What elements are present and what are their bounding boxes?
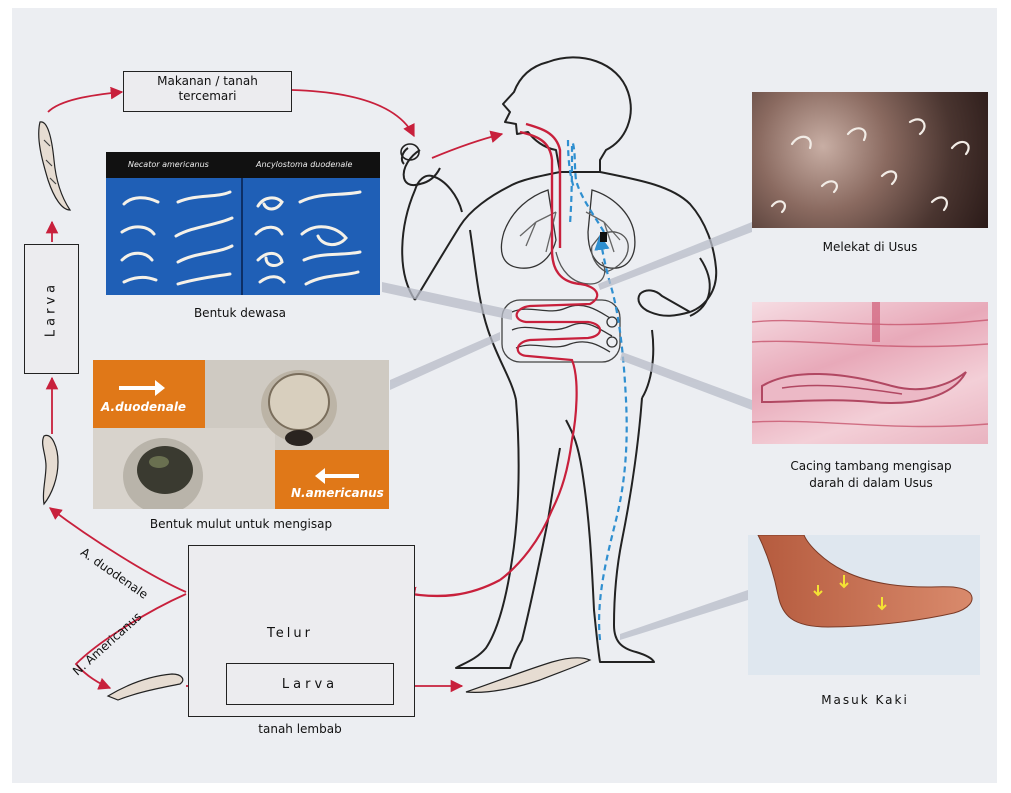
mouthparts-panel: A.duodenale N.americanus <box>93 360 389 509</box>
larva-vertical-label: Larva <box>44 281 59 337</box>
sucking-caption-line-1: Cacing tambang mengisap <box>760 458 982 475</box>
larva-in-lung-marker <box>600 232 607 242</box>
food-box-line-1: Makanan / tanah <box>123 74 292 89</box>
worm-icon <box>466 658 590 693</box>
attached-caption: Melekat di Usus <box>790 240 950 254</box>
sucking-caption-line-2: darah di dalam Usus <box>760 475 982 492</box>
food-box-label: Makanan / tanah tercemari <box>123 74 292 104</box>
mouth-a-label: A.duodenale <box>101 400 186 414</box>
adult-form-caption: Bentuk dewasa <box>170 306 310 320</box>
intestine-worms-photo <box>752 92 988 228</box>
histology-photo <box>752 302 988 444</box>
foot-photo <box>748 535 980 675</box>
mouth-form-caption: Bentuk mulut untuk mengisap <box>106 517 376 531</box>
mouth-n-label: N.americanus <box>291 486 384 500</box>
worm-icon <box>43 435 58 504</box>
internal-organs <box>501 190 634 362</box>
adult-worms-panel: Necator americanus Ancylostoma duodenale <box>106 152 380 295</box>
food-box-line-2: tercemari <box>123 89 292 104</box>
callout-beams <box>382 222 752 640</box>
worm-icon <box>39 122 70 210</box>
egg-label: Telur <box>250 626 330 641</box>
adult-worms-graphic <box>106 152 380 295</box>
foot-caption: Masuk Kaki <box>790 693 940 707</box>
larva-bottom-label: Larva <box>226 677 394 692</box>
sucking-caption: Cacing tambang mengisap darah di dalam U… <box>760 458 982 492</box>
worm-icon <box>108 674 183 700</box>
moist-soil-label: tanah lembab <box>230 722 370 736</box>
